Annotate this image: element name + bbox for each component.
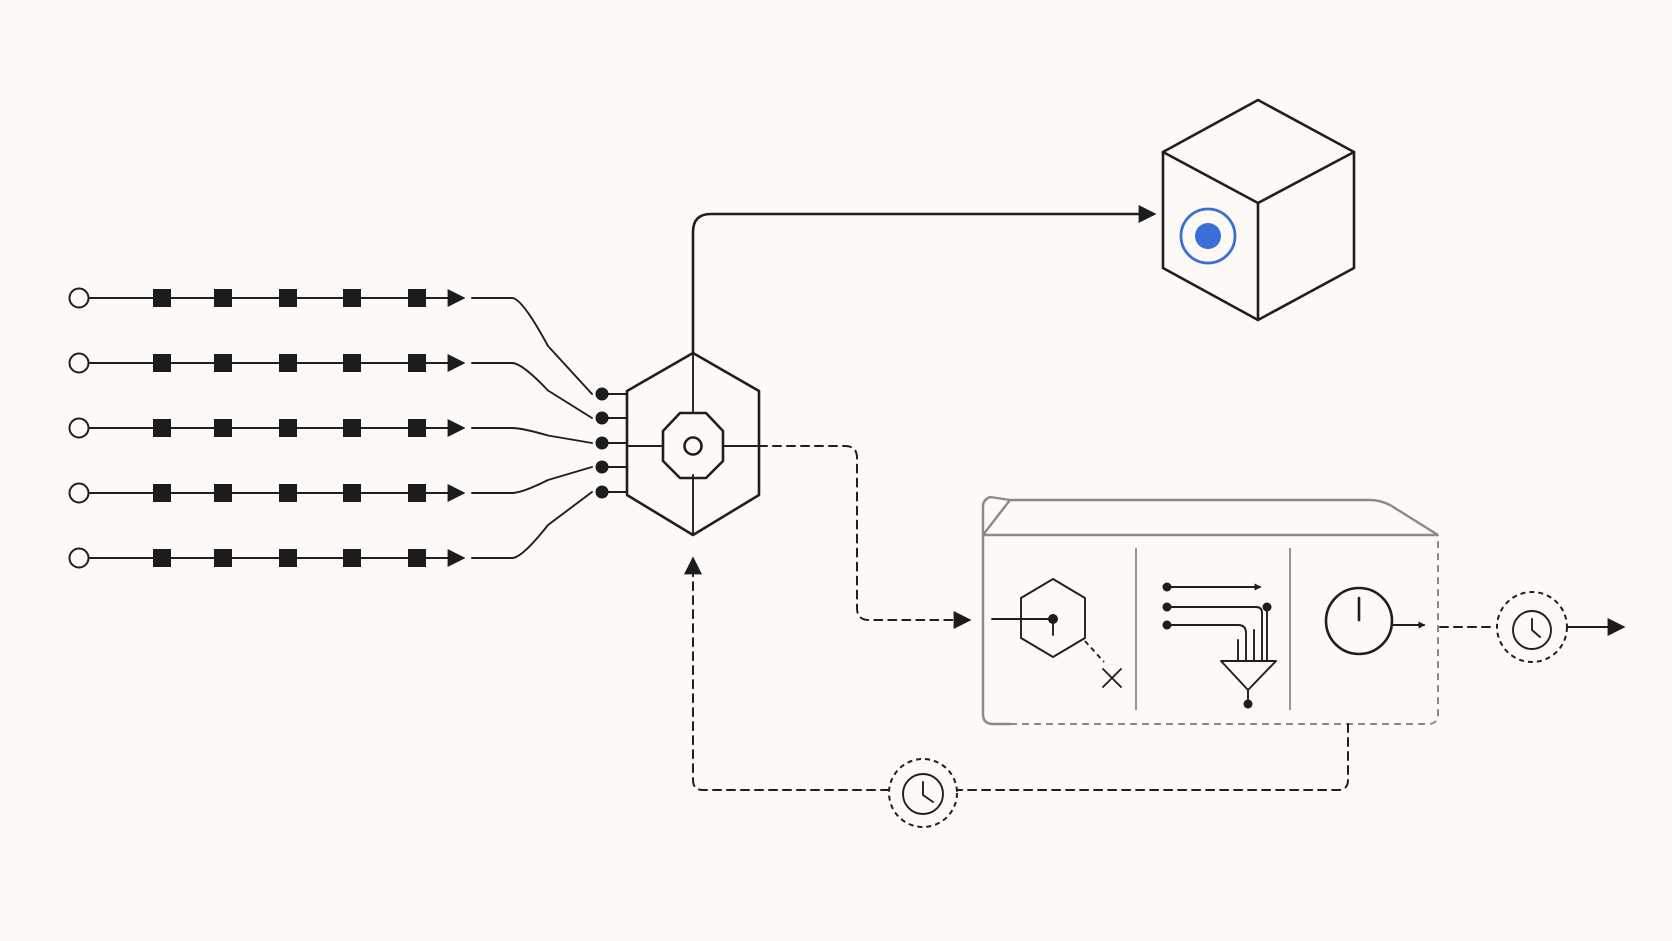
square-token-icon bbox=[408, 354, 426, 372]
square-token-icon bbox=[153, 354, 171, 372]
clock-icon bbox=[1496, 591, 1568, 663]
connector-line bbox=[471, 491, 593, 559]
connector-dot bbox=[595, 387, 609, 401]
processing-panel bbox=[981, 495, 1439, 726]
square-token-icon bbox=[279, 419, 297, 437]
square-token-icon bbox=[153, 289, 171, 307]
cube-icon bbox=[1161, 98, 1356, 322]
power-icon bbox=[1324, 586, 1426, 656]
connector-dot bbox=[595, 436, 609, 450]
square-token-icon bbox=[214, 484, 232, 502]
square-token-icon bbox=[153, 419, 171, 437]
square-token-icon bbox=[343, 549, 361, 567]
hub-connectors bbox=[471, 297, 628, 559]
hexagon-hub-icon bbox=[625, 351, 761, 537]
square-token-icon bbox=[279, 549, 297, 567]
square-token-icon bbox=[408, 419, 426, 437]
square-token-icon bbox=[214, 419, 232, 437]
connector-dot bbox=[595, 460, 609, 474]
feedback-dashed-path bbox=[957, 723, 1349, 791]
input-stream bbox=[68, 547, 466, 569]
input-stream bbox=[68, 352, 466, 374]
square-token-icon bbox=[408, 289, 426, 307]
square-token-icon bbox=[153, 549, 171, 567]
hollow-circle-icon bbox=[68, 352, 90, 374]
connector-line bbox=[471, 362, 593, 419]
square-token-icon bbox=[279, 354, 297, 372]
hollow-circle-icon bbox=[68, 482, 90, 504]
connector-dot bbox=[595, 411, 609, 425]
square-token-icon bbox=[408, 484, 426, 502]
square-token-icon bbox=[279, 289, 297, 307]
square-token-icon bbox=[214, 289, 232, 307]
hollow-circle-icon bbox=[68, 417, 90, 439]
clock-icon bbox=[888, 758, 958, 828]
input-stream bbox=[68, 287, 466, 309]
input-stream bbox=[68, 482, 466, 504]
connector-line bbox=[471, 297, 593, 395]
hub-to-panel-dashed-arrow bbox=[758, 445, 972, 629]
hexagon-discard-icon bbox=[991, 578, 1122, 688]
square-token-icon bbox=[343, 354, 361, 372]
square-token-icon bbox=[153, 484, 171, 502]
hollow-circle-icon bbox=[68, 287, 90, 309]
square-token-icon bbox=[214, 354, 232, 372]
input-stream bbox=[68, 417, 466, 439]
square-token-icon bbox=[343, 419, 361, 437]
square-token-icon bbox=[408, 549, 426, 567]
connector-line bbox=[471, 466, 593, 494]
square-token-icon bbox=[343, 289, 361, 307]
connector-dot bbox=[595, 485, 609, 499]
square-token-icon bbox=[279, 484, 297, 502]
connector-line bbox=[471, 427, 593, 444]
feedback-to-hub-dashed-arrow bbox=[684, 556, 890, 791]
input-streams bbox=[68, 287, 466, 569]
hollow-circle-icon bbox=[68, 547, 90, 569]
target-dot-icon bbox=[1179, 207, 1237, 265]
square-token-icon bbox=[343, 484, 361, 502]
hub-to-storage-arrow bbox=[691, 205, 1157, 355]
merge-funnel-icon bbox=[1162, 582, 1277, 709]
square-token-icon bbox=[214, 549, 232, 567]
